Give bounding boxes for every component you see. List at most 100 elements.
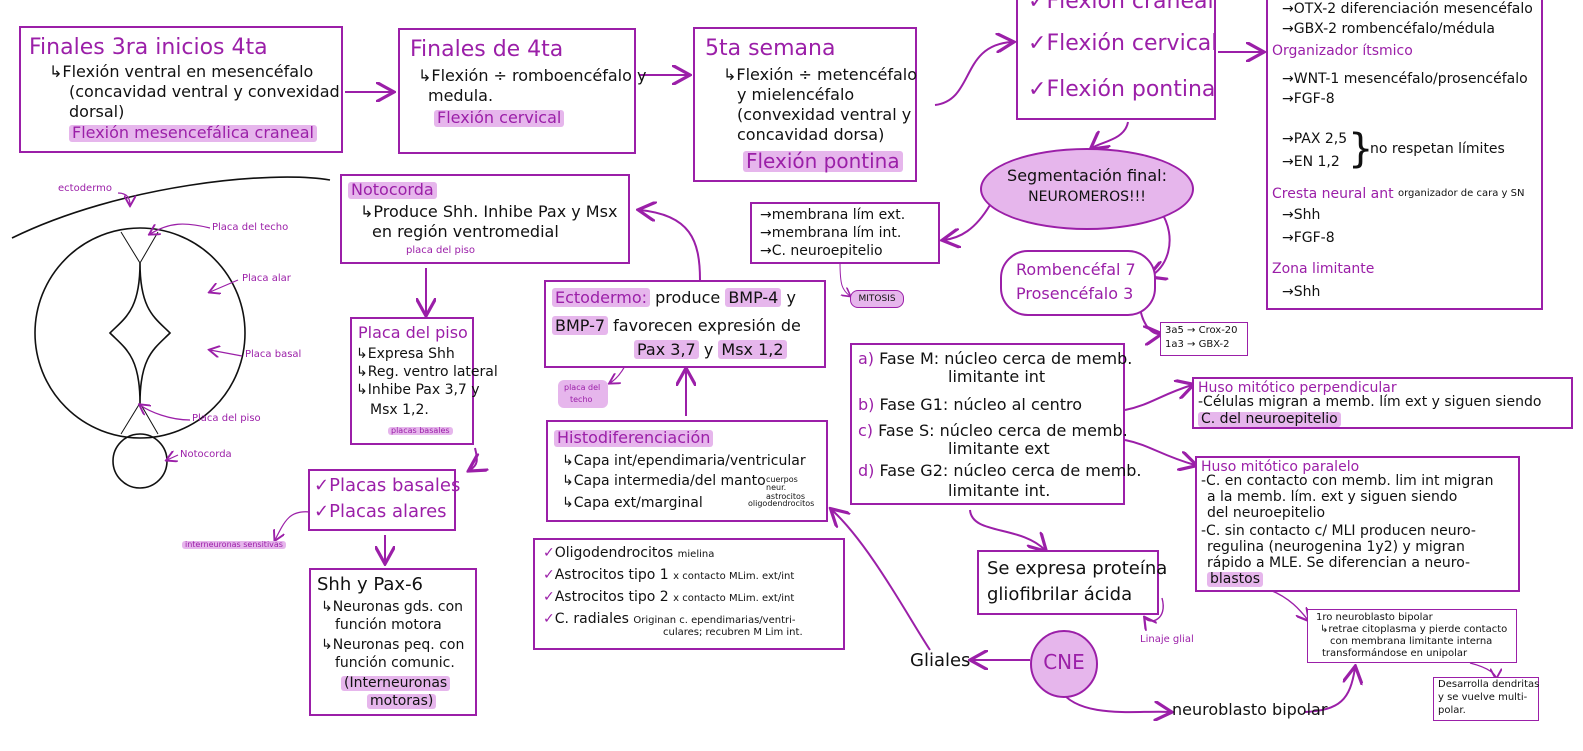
- neuroblasto-line: con membrana limitante interna: [1330, 636, 1493, 647]
- box-placas: Placas basales Placas alares: [308, 469, 460, 531]
- proteina-line1: Se expresa proteína: [987, 558, 1168, 579]
- notocorda-note: placa del piso: [406, 245, 475, 256]
- glia-item: Oligodendrocitos mielina: [543, 546, 715, 561]
- arrow-ecto-techo: [610, 365, 626, 383]
- neuroblasto-line: 1ro neuroblasto bipolar: [1316, 612, 1433, 623]
- placa-techo-note: placa del techo: [558, 380, 608, 408]
- huso-par-line: -C. sin contacto c/ MLI producen neuro-: [1201, 523, 1476, 539]
- box2-title: Finales de 4ta: [410, 37, 564, 62]
- box-proteina: Se expresa proteína gliofibrilar ácida: [977, 550, 1167, 615]
- arrow-neuroblasto-dendritas: [1469, 662, 1496, 678]
- mitosis-pill: MITOSIS: [850, 290, 904, 308]
- box-flexion-pontina: 5ta semana Flexión ÷ metencéfalo y miele…: [693, 27, 917, 182]
- placa-piso-line: Inhibe Pax 3,7 y: [356, 383, 480, 398]
- box5-cresta-line: →Shh: [1282, 207, 1321, 223]
- box-huso-paralelo: Huso mitótico paralelo -C. en contacto c…: [1195, 456, 1520, 592]
- fase-a-l2: limitante int: [948, 367, 1046, 386]
- shh-title: Shh y Pax-6: [317, 574, 424, 595]
- cloud-line2: Prosencéfalo 3: [1016, 284, 1134, 303]
- segmentacion-line2: NEUROMEROS!!!: [1028, 189, 1146, 205]
- box-organizadores: →OTX-2 diferenciación mesencéfalo →GBX-2…: [1266, 0, 1543, 310]
- placa-techo-line1: placa del: [564, 383, 601, 392]
- box3-highlight: Flexión pontina: [743, 151, 903, 172]
- arrow-proteina-cne: [1145, 597, 1164, 621]
- membrana-item: →C. neuroepitelio: [760, 243, 883, 259]
- box2-line: Flexión ÷ romboencéfalo y: [418, 67, 646, 85]
- ecto-row3: Pax 3,7 y Msx 1,2: [634, 340, 787, 359]
- box-neuroblasto: 1ro neuroblasto bipolar ↳retrae citoplas…: [1307, 609, 1517, 663]
- box-glia-list: Oligodendrocitos mielina Astrocitos tipo…: [533, 538, 845, 650]
- box5-line: →GBX-2 rombencéfalo/médula: [1282, 21, 1495, 37]
- dendritas-line: polar.: [1438, 705, 1466, 716]
- placa-piso-line: Reg. ventro lateral: [356, 365, 498, 380]
- placa-piso-title: Placa del piso: [358, 323, 468, 342]
- flexion-item: Flexión pontina: [1028, 78, 1215, 101]
- huso-par-line: regulina (neurogenina 1y2) y migran: [1207, 539, 1465, 555]
- arrow-fases-proteina: [969, 509, 1045, 550]
- box5-cresta-line: →FGF-8: [1282, 230, 1335, 246]
- box-flexiones: Flexión craneal Flexión cervical Flexión…: [1016, 0, 1217, 120]
- box3-title: 5ta semana: [705, 36, 836, 61]
- huso-par-title: Huso mitótico paralelo: [1201, 459, 1360, 475]
- box5-org: Organizador ítsmico: [1272, 43, 1413, 59]
- interneuronas-label: interneuronas sensitivas: [182, 540, 286, 550]
- arrow-box3-box4: [934, 42, 1012, 106]
- fase-b: b) Fase G1: núcleo al centro: [858, 395, 1083, 414]
- box-notocorda: Notocorda Produce Shh. Inhibe Pax y Msx …: [340, 174, 630, 264]
- ecto-row1: Ectodermo: produce BMP-4 y: [552, 288, 796, 307]
- placa-item: Placas basales: [314, 476, 460, 496]
- linaje-label: Linaje glial: [1140, 634, 1194, 645]
- cne-label: CNE: [1043, 650, 1085, 674]
- box3-line: (convexidad ventral y: [737, 105, 912, 124]
- box3-line: Flexión ÷ metencéfalo: [723, 66, 917, 84]
- huso-par-line: blastos: [1207, 572, 1263, 587]
- neural-tube-diagram: [11, 176, 331, 489]
- huso-par-line: rápido a MLE. Se diferencian a neuro-: [1207, 555, 1471, 571]
- notocorda-l2: en región ventromedial: [372, 222, 559, 241]
- arrow-fases-perp: [1124, 385, 1192, 411]
- placa-item: Placas alares: [314, 502, 446, 522]
- ecto-row2: BMP-7 favorecen expresión de: [552, 316, 801, 335]
- label-placa-piso: Placa del piso: [192, 413, 261, 424]
- arrow-neuroblasto-bipolar: [1304, 668, 1355, 713]
- ectoderm-line: [11, 176, 331, 239]
- notochord-circle: [112, 433, 168, 489]
- box5-pax: →PAX 2,5: [1282, 131, 1348, 147]
- label-ectodermo: ectodermo: [58, 183, 112, 194]
- cloud-note-line1: 3a5 → Crox-20: [1165, 325, 1238, 336]
- label-placa-techo: Placa del techo: [212, 222, 289, 233]
- glia-item: Astrocitos tipo 1 x contacto MLim. ext/i…: [543, 568, 795, 583]
- shh-l3: Neuronas peq. con: [321, 638, 465, 653]
- label-notocorda: Notocorda: [180, 449, 232, 460]
- box2-line: medula.: [428, 86, 494, 105]
- label-placa-alar: Placa alar: [242, 273, 291, 284]
- neuroblasto-bipolar-label: neuroblasto bipolar: [1172, 700, 1328, 719]
- fase-d-l2: limitante int.: [948, 481, 1051, 500]
- box-fases: a) Fase M: núcleo cerca de memb. limitan…: [850, 343, 1142, 505]
- arrow-placa-placas: [470, 447, 477, 470]
- neural-canal: [108, 262, 172, 404]
- box5-org-line: →WNT-1 mesencéfalo/prosencéfalo: [1282, 71, 1528, 87]
- box1-line: dorsal): [69, 102, 125, 121]
- box5-org-line: →FGF-8: [1282, 91, 1335, 107]
- brace-icon: }: [1348, 126, 1374, 172]
- membrana-item: →membrana lím ext.: [760, 207, 906, 223]
- cne-circle: CNE: [1030, 630, 1098, 698]
- label-placa-basal: Placa basal: [245, 349, 302, 360]
- membrana-item: →membrana lím int.: [760, 225, 902, 241]
- huso-par-line: a la memb. lím. ext y siguen siendo: [1207, 489, 1458, 505]
- fase-c: c) Fase S: núcleo cerca de memb.: [858, 421, 1128, 440]
- histo-note2: cuerpos neur. astrocitos: [766, 475, 806, 501]
- arrow-gliales-histo: [832, 510, 931, 651]
- arrow-placas-intern: [275, 511, 311, 540]
- segmentacion-line1: Segmentación final:: [1007, 166, 1167, 185]
- box1-title: Finales 3ra inicios 4ta: [29, 35, 268, 60]
- fase-d: d) Fase G2: núcleo cerca de memb.: [858, 461, 1142, 480]
- cloud-neuromeros: Rombencéfal 7 Prosencéfalo 3: [1000, 250, 1156, 316]
- shh-l2: función motora: [335, 617, 442, 633]
- placa-piso-note: placas basales: [388, 426, 453, 436]
- proteina-line2: gliofibrilar ácida: [987, 584, 1133, 605]
- notocorda-title: Notocorda: [348, 181, 437, 199]
- box-dendritas: Desarrolla dendritas y se vuelve multi- …: [1433, 677, 1539, 721]
